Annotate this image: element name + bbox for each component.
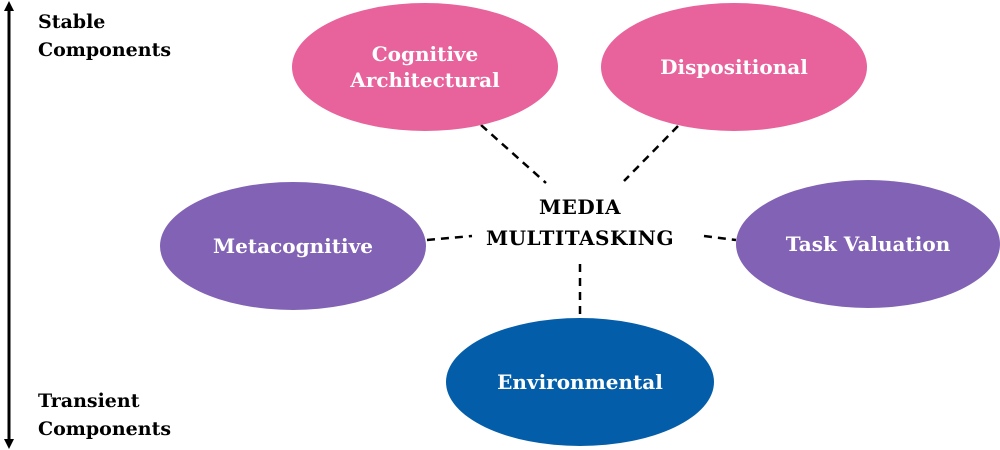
node-cognitive-architectural: Cognitive Architectural: [292, 3, 558, 131]
connector-task-valuation: [703, 234, 737, 242]
connector-dispositional: [623, 125, 679, 182]
center-title-line1: MEDIA: [538, 195, 622, 219]
node-task-valuation: Task Valuation: [736, 180, 1000, 308]
connector-metacognitive: [426, 234, 473, 242]
center-title-line2: MULTITASKING: [485, 226, 675, 250]
stable-label-line1: Stable: [38, 11, 106, 33]
stable-label-line2: Components: [38, 39, 172, 61]
center-title: MEDIA MULTITASKING: [460, 192, 700, 254]
transient-label-line1: Transient: [38, 390, 140, 412]
node-dispositional: Dispositional: [601, 3, 867, 131]
node-dispositional-label: Dispositional: [660, 55, 808, 79]
node-metacognitive-label: Metacognitive: [213, 234, 373, 258]
node-environmental: Environmental: [446, 318, 714, 446]
transient-components-label: Transient Components: [38, 387, 171, 443]
node-environmental-label: Environmental: [497, 370, 663, 394]
stable-components-label: Stable Components: [38, 8, 171, 64]
transient-label-line2: Components: [38, 418, 172, 440]
connector-cognitive-architectural: [480, 124, 547, 184]
node-cognitive-architectural-label: Cognitive Architectural: [350, 42, 500, 92]
node-metacognitive: Metacognitive: [160, 182, 426, 310]
node-task-valuation-label: Task Valuation: [785, 232, 951, 256]
